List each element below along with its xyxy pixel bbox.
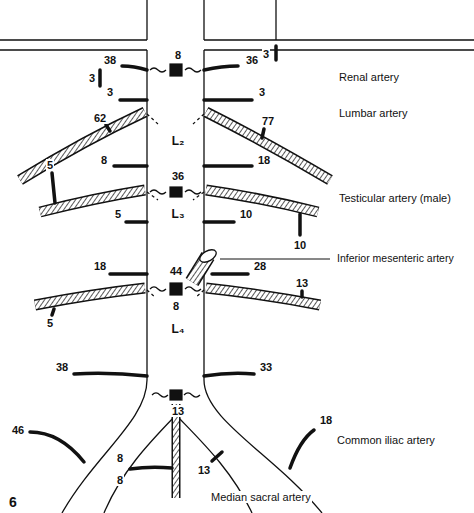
- percent-number: 10: [293, 239, 307, 251]
- percent-number: 5: [46, 159, 54, 171]
- vessel-name: Inferior mesenteric artery: [336, 253, 455, 265]
- vessel-name: Testicular artery (male): [338, 192, 452, 204]
- percent-number: 5: [46, 317, 54, 329]
- vertebra-level: L₄: [170, 323, 185, 336]
- percent-number: 8: [100, 154, 108, 166]
- lumbar-band: [20, 112, 330, 305]
- percent-number: 8: [116, 474, 124, 486]
- percent-number: 36: [171, 170, 185, 182]
- percent-number: 3: [106, 86, 114, 98]
- percent-number: 13: [197, 464, 211, 476]
- percent-number: 13: [171, 405, 185, 417]
- percent-number: 36: [245, 54, 259, 66]
- percent-number: 33: [259, 361, 273, 373]
- percent-number: 18: [93, 260, 107, 272]
- vessel-name: Median sacral artery: [210, 491, 312, 503]
- percent-number: 62: [93, 112, 107, 124]
- percent-number: 3: [258, 86, 266, 98]
- midline-vessel: [150, 64, 201, 400]
- vessel-name: Lumbar artery: [338, 107, 408, 119]
- percent-number: 38: [103, 54, 117, 66]
- percent-number: 44: [169, 265, 183, 277]
- percent-number: 3: [88, 72, 96, 84]
- percent-number: 77: [261, 115, 275, 127]
- percent-number: 38: [55, 361, 69, 373]
- percent-number: 13: [295, 277, 309, 289]
- percent-number: 28: [253, 260, 267, 272]
- figure-number: 6: [8, 495, 18, 510]
- percent-number: 46: [11, 424, 25, 436]
- branch-stub: [30, 46, 314, 469]
- vessel-name: Renal artery: [338, 71, 400, 83]
- percent-number: 18: [257, 154, 271, 166]
- median-sacral-artery: [176, 404, 177, 498]
- percent-number: 8: [116, 452, 124, 464]
- percent-number: 18: [319, 414, 333, 426]
- percent-number: 8: [174, 49, 182, 61]
- vertebra-level: L₂: [171, 135, 186, 148]
- vertebra-level: L₃: [171, 208, 186, 221]
- percent-number: 8: [172, 300, 180, 312]
- percent-number: 5: [114, 208, 122, 220]
- percent-number: 10: [239, 208, 253, 220]
- percent-number: 3: [262, 48, 270, 60]
- vessel-name: Common iliac artery: [336, 434, 436, 446]
- inferior-mesenteric-artery: [192, 247, 330, 282]
